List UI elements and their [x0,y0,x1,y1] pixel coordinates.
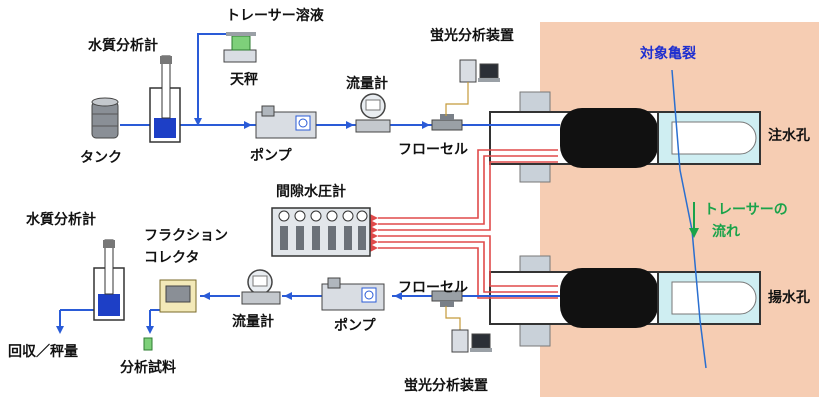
water-quality-analyzer-bottom-icon [93,239,125,321]
injection-line-arrows [194,118,430,129]
tank-icon [91,97,119,139]
label-target-crack: 対象亀裂 [639,45,696,62]
label-recovery: 回収／秤量 [8,343,78,360]
rock-mass [540,22,819,397]
label-analysis-sample: 分析試料 [120,359,176,376]
label-pump-top: ポンプ [250,147,293,164]
label-flowcell-bottom: フローセル [398,280,468,296]
label-tracer-flow-2: 流れ [712,223,740,240]
pumping-borehole [489,268,761,328]
label-flowmeter-bottom: 流量計 [232,313,274,330]
fluorescence-analyzer-top-icon [445,59,500,116]
label-fraction-2: コレクタ [144,250,199,266]
label-tracer-solution: トレーサー溶液 [226,7,325,24]
label-balance: 天秤 [230,71,258,88]
flowcell-bottom-icon [431,290,463,307]
label-water-quality-top: 水質分析計 [88,37,158,54]
label-water-quality-bottom: 水質分析計 [26,211,96,228]
label-tracer-flow-1: トレーサーの [704,202,788,218]
label-fluorescence-bottom: 蛍光分析装置 [404,377,488,394]
pump-top-icon [255,105,317,139]
injection-borehole [489,108,761,168]
label-pump-bottom: ポンプ [334,317,377,334]
label-flowcell-top: フローセル [398,142,468,158]
balance-icon [223,32,257,63]
label-flowmeter-top: 流量計 [346,75,388,92]
label-pore-pressure: 間隙水圧計 [276,183,346,200]
pump-bottom-icon [321,277,385,311]
tracer-flow-arrow [689,202,699,238]
pressure-arrowheads [370,214,378,252]
pressure-tubes [378,149,558,299]
label-pumping-hole: 揚水孔 [768,289,810,306]
water-quality-analyzer-top-icon [149,55,181,143]
label-tank: タンク [80,150,122,166]
label-fraction-1: フラクション [144,228,228,244]
flowmeter-top-icon [355,93,391,133]
pumping-water-line [59,295,560,330]
pumping-line-arrows [56,292,402,334]
injection-water-line [120,33,560,126]
fraction-collector-icon [143,279,197,351]
label-injection-hole: 注水孔 [768,127,810,144]
flowmeter-bottom-icon [241,269,281,305]
pore-pressure-gauge-bank [271,207,371,257]
flowcell-top-icon [431,114,463,131]
fluorescence-analyzer-bottom-icon [445,306,492,353]
label-fluorescence-top: 蛍光分析装置 [430,27,514,44]
